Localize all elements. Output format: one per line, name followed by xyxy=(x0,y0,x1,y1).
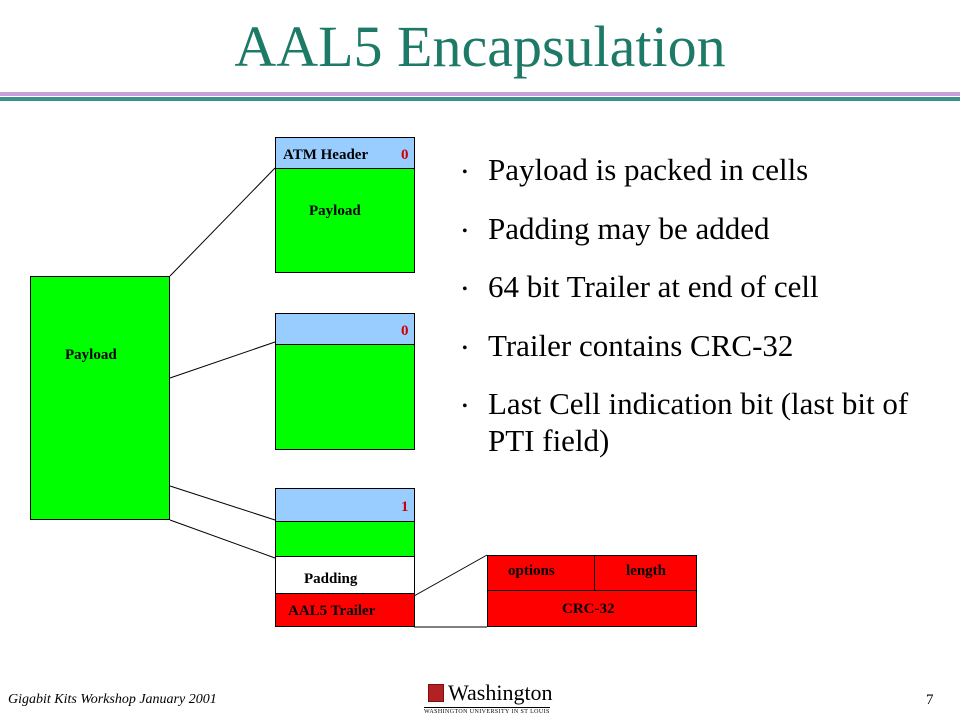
trailer-length-field: length xyxy=(594,555,697,591)
title-rule-top xyxy=(0,92,960,96)
connector-line xyxy=(413,554,488,597)
slide-title: AAL5 Encapsulation xyxy=(234,14,726,79)
source-payload-block: Payload xyxy=(30,276,170,520)
cell1-pti-bit: 0 xyxy=(401,147,409,163)
bullet-item: •Padding may be added xyxy=(462,210,770,246)
source-payload-label: Payload xyxy=(65,347,117,363)
connector-line xyxy=(169,341,276,379)
footer-event: Gigabit Kits Workshop January 2001 xyxy=(8,692,217,707)
trailer-crc-field: CRC-32 xyxy=(487,590,697,627)
cell3-padding-label: Padding xyxy=(304,571,358,587)
trailer-length-label: length xyxy=(626,563,667,579)
bullet-dot-icon: • xyxy=(462,164,468,181)
page-number: 7 xyxy=(926,692,934,708)
cell1-payload: Payload xyxy=(275,168,415,273)
cell3-trailer-label: AAL5 Trailer xyxy=(288,603,376,619)
bullet-item: •Payload is packed in cells xyxy=(462,152,809,187)
connector-line xyxy=(169,485,276,521)
cell3-pti-bit: 1 xyxy=(401,499,409,515)
bullet-dot-icon: • xyxy=(462,222,468,240)
cell2-payload xyxy=(275,344,415,450)
bullet-dot-icon: • xyxy=(462,398,468,416)
bullet-list: •Payload is packed in cells •Padding may… xyxy=(462,152,932,481)
bullet-item: •Last Cell indication bit (last bit of P… xyxy=(462,386,909,458)
title-rule-bottom xyxy=(0,97,960,101)
cell3-trailer: AAL5 Trailer xyxy=(275,593,415,627)
connector-line xyxy=(169,519,276,559)
university-logo-subtitle: WASHINGTON UNIVERSITY IN ST LOUIS xyxy=(424,707,550,715)
cell3-header: 1 xyxy=(275,488,415,522)
cell1-header-label: ATM Header xyxy=(283,147,369,163)
cell1-payload-label: Payload xyxy=(309,203,361,219)
bullet-dot-icon: • xyxy=(462,281,468,299)
cell2-pti-bit: 0 xyxy=(401,323,409,339)
trailer-options-field: options xyxy=(487,555,595,591)
bullet-item: •Trailer contains CRC-32 xyxy=(462,327,794,363)
trailer-crc-label: CRC-32 xyxy=(562,601,615,617)
cell3-payload xyxy=(275,521,415,557)
university-logo-name: Washington xyxy=(448,680,553,705)
trailer-options-label: options xyxy=(508,563,555,579)
bullet-dot-icon: • xyxy=(462,339,468,357)
university-shield-icon xyxy=(428,684,444,702)
bullet-item: •64 bit Trailer at end of cell xyxy=(462,269,819,305)
connector-line xyxy=(169,167,276,277)
cell1-header: ATM Header 0 xyxy=(275,137,415,169)
cell3-padding: Padding xyxy=(275,556,415,594)
cell2-header: 0 xyxy=(275,313,415,345)
